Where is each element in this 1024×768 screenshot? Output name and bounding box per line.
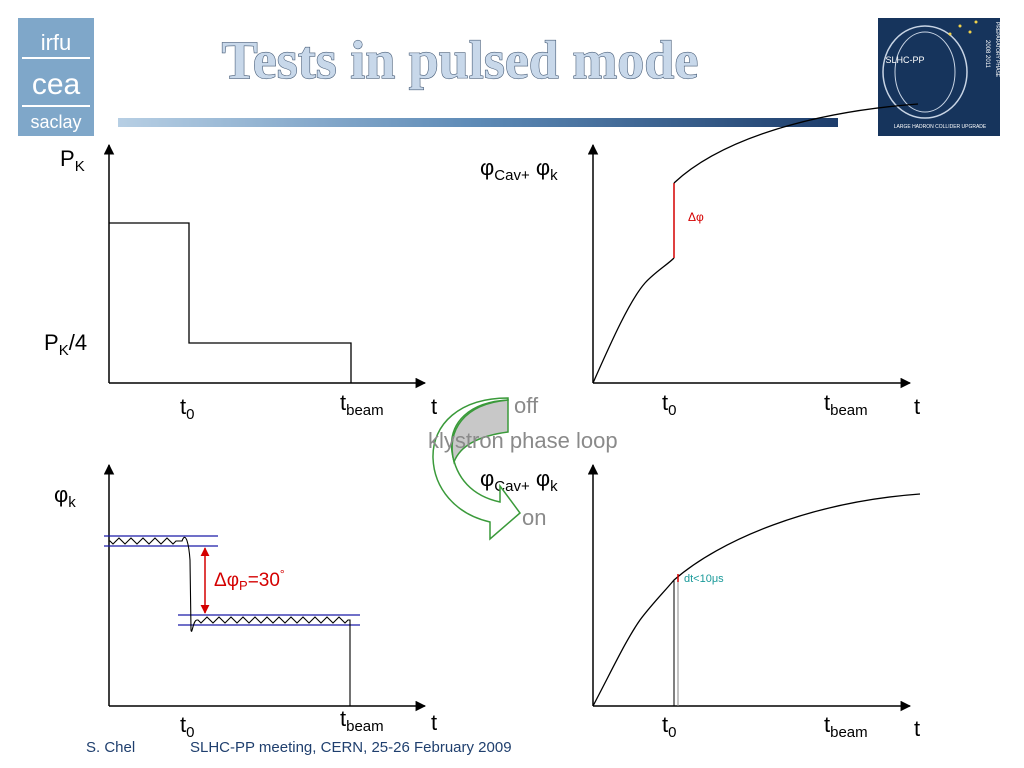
- t0-label: t0: [662, 390, 676, 419]
- phase-curve-after: [673, 103, 919, 184]
- logo-slhc-side: PREPARATORY PHASE: [994, 22, 1000, 78]
- page-title: Tests in pulsed mode: [222, 30, 699, 90]
- x-axis-label: t: [914, 716, 920, 741]
- y-axis-label: PK: [60, 146, 85, 175]
- loop-off-label: off: [514, 393, 539, 418]
- y-axis-label: φk: [54, 482, 76, 511]
- curved-arrow-head-shade: [451, 399, 509, 465]
- klystron-phase-loop-label: klystron phase loop: [428, 428, 618, 453]
- x-axis-label: t: [431, 394, 437, 419]
- plot-klystron-phase: ΔφP=30° φk t0 tbeam t: [54, 463, 437, 741]
- tbeam-label: tbeam: [340, 390, 384, 419]
- t0-label: t0: [662, 712, 676, 741]
- delta-phi-label: Δφ: [688, 210, 704, 224]
- curved-arrow-outline: [432, 397, 522, 541]
- x-axis-label: t: [431, 710, 437, 735]
- t0-label: t0: [180, 712, 194, 741]
- phase-curve-before: [592, 257, 675, 384]
- power-step-curve: [109, 222, 352, 383]
- logo-irfu-text: irfu: [41, 30, 72, 55]
- tbeam-label: tbeam: [824, 390, 868, 419]
- loop-on-label: on: [522, 505, 546, 530]
- y-axis-label: φCav+ φk: [480, 155, 558, 184]
- dt-label: dt<10μs: [684, 573, 724, 585]
- loop-transition-arrow: off klystron phase loop on: [428, 393, 618, 541]
- t0-label: t0: [180, 394, 194, 423]
- delta-phi-p-label: ΔφP=30°: [214, 567, 285, 593]
- logo-slhc-years: 2008 2011: [984, 40, 990, 69]
- x-axis-label: t: [914, 394, 920, 419]
- plot-klystron-power: PK PK/4 t0 tbeam t: [44, 143, 437, 423]
- irfu-cea-saclay-logo: irfu cea saclay: [18, 18, 94, 136]
- slhc-pp-logo: SLHC-PP LARGE HADRON COLLIDER UPGRADE 20…: [878, 18, 1000, 136]
- tbeam-label: tbeam: [340, 706, 384, 735]
- footer-author: S. Chel: [86, 739, 135, 756]
- logo-saclay-text: saclay: [30, 112, 81, 132]
- phase-curve: [592, 493, 921, 707]
- logo-slhc-name: SLHC-PP: [885, 55, 924, 65]
- y-axis-label: φCav+ φk: [480, 466, 558, 495]
- quarter-power-label: PK/4: [44, 330, 87, 359]
- plot-cavity-phase-loop-off: Δφ φCav+ φk t0 tbeam t: [480, 103, 920, 419]
- tbeam-label: tbeam: [824, 712, 868, 741]
- logo-cea-text: cea: [32, 68, 81, 101]
- klystron-phase-curve: [109, 536, 351, 706]
- plot-cavity-phase-loop-on: dt<10μs φCav+ φk t0 tbeam t: [480, 463, 921, 741]
- logo-slhc-caption: LARGE HADRON COLLIDER UPGRADE: [894, 124, 987, 130]
- footer-meeting: SLHC-PP meeting, CERN, 25-26 February 20…: [190, 739, 512, 756]
- title-underline-bar: [118, 118, 838, 127]
